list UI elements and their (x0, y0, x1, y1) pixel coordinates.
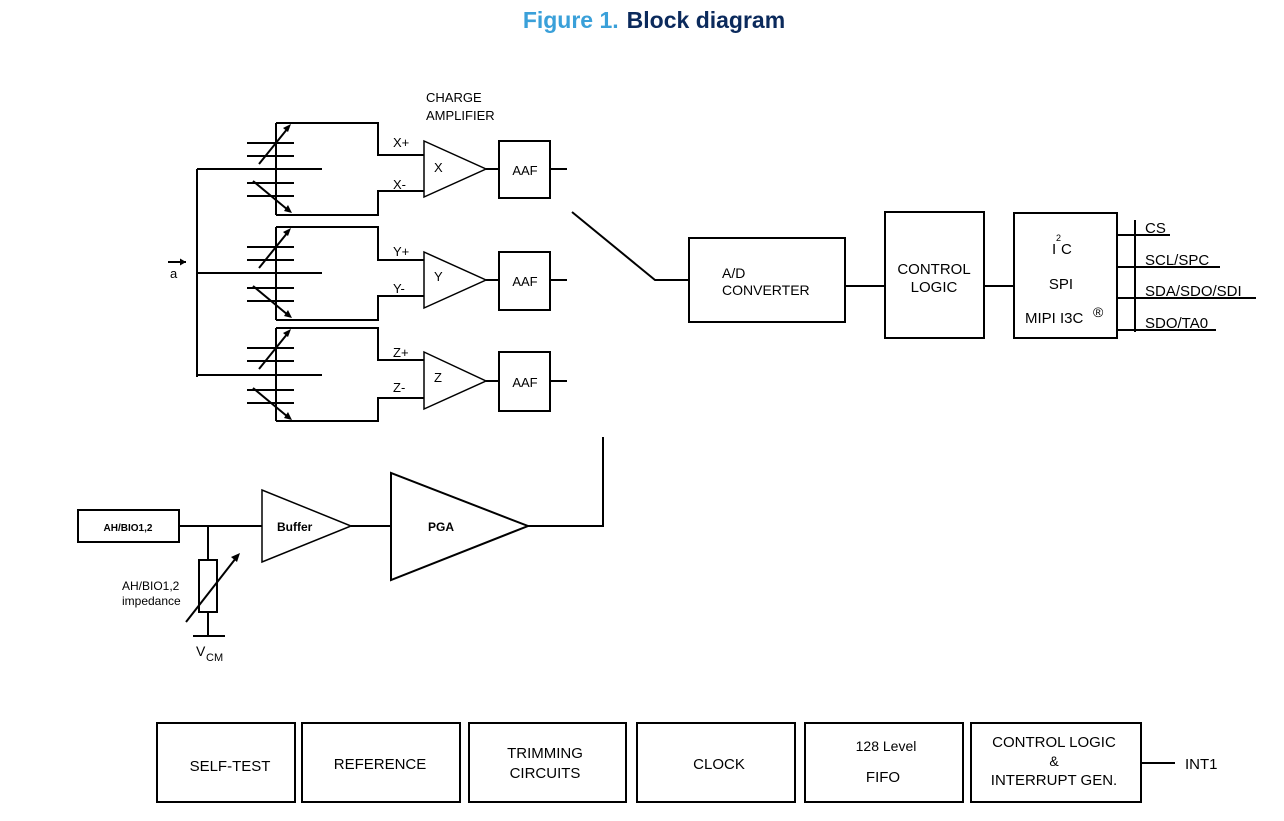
impedance-label-2: impedance (122, 594, 181, 608)
x-minus-label: X- (393, 177, 406, 192)
trimming-label-1: TRIMMING (507, 745, 583, 762)
acceleration-input: a (168, 258, 186, 281)
charge-amp-label-2: AMPLIFIER (426, 108, 495, 123)
spi-label: SPI (1049, 276, 1073, 293)
pin-sdo-label: SDO/TA0 (1145, 315, 1208, 332)
pin-sda-label: SDA/SDO/SDI (1145, 283, 1242, 300)
pga-output-line (528, 437, 604, 527)
i2c-superscript: 2 (1056, 233, 1061, 243)
mems-cell-y (197, 226, 424, 321)
z-minus-label: Z- (393, 380, 405, 395)
x-plus-label: X+ (393, 135, 409, 150)
interrupt-label-3: INTERRUPT GEN. (991, 772, 1117, 789)
adc-label-2: CONVERTER (722, 282, 810, 298)
self-test-label: SELF-TEST (190, 758, 271, 775)
mems-cell-z (197, 327, 424, 422)
interrupt-label-1: CONTROL LOGIC (992, 734, 1116, 751)
pin-scl-label: SCL/SPC (1145, 252, 1209, 269)
trimming-label-2: CIRCUITS (510, 765, 581, 782)
pga-label: PGA (428, 520, 454, 534)
ah-input-label: AH/BIO1,2 (104, 523, 153, 534)
y-plus-label: Y+ (393, 244, 409, 259)
trimming-block (468, 722, 627, 803)
pga-amp (390, 471, 531, 582)
control-logic-block (884, 211, 985, 339)
fifo-label-2: FIFO (866, 769, 900, 786)
figure-number: Figure 1. (523, 7, 619, 33)
z-plus-label: Z+ (393, 345, 409, 360)
aaf-z-label: AAF (512, 375, 537, 390)
charge-amp-z (423, 350, 488, 411)
buffer-label: Buffer (277, 520, 313, 534)
reference-block (301, 722, 461, 803)
int1-pin-label: INT1 (1185, 756, 1218, 773)
aaf-z (498, 351, 551, 412)
i2c-label-c: C (1061, 241, 1072, 258)
i3c-label: MIPI I3C (1025, 310, 1084, 327)
y-minus-label: Y- (393, 281, 405, 296)
self-test-block (156, 722, 296, 803)
buffer-amp (261, 488, 354, 564)
adc-block (688, 237, 846, 323)
vcm-label: V (196, 643, 206, 659)
clock-label: CLOCK (693, 756, 745, 773)
aaf-x (498, 140, 551, 199)
aaf-y-label: AAF (512, 274, 537, 289)
figure-caption: Block diagram (627, 7, 786, 33)
charge-amp-label-1: CHARGE (426, 90, 482, 105)
control-logic-label-2: LOGIC (911, 279, 958, 296)
reference-label: REFERENCE (334, 756, 427, 773)
figure-title: Figure 1. Block diagram (523, 7, 785, 33)
fifo-label-1: 128 Level (856, 738, 917, 754)
ah-input-block (77, 509, 180, 543)
charge-amp-x (423, 139, 488, 199)
mux-switch (571, 211, 689, 281)
interface-block (1013, 212, 1118, 339)
registered-mark: ® (1093, 304, 1104, 320)
amp-z-label: Z (434, 370, 442, 385)
interrupt-label-2: & (1049, 753, 1059, 769)
clock-block (636, 722, 796, 803)
mems-cell-x (197, 122, 424, 216)
i2c-label-i: I (1052, 241, 1056, 258)
aaf-y (498, 251, 551, 311)
control-logic-label-1: CONTROL (897, 261, 970, 278)
charge-amp-y (423, 250, 488, 310)
fifo-block (804, 722, 964, 803)
aaf-x-label: AAF (512, 163, 537, 178)
amp-y-label: Y (434, 269, 443, 284)
adc-label-1: A/D (722, 265, 745, 281)
interrupt-block (970, 722, 1142, 803)
accel-label: a (170, 266, 178, 281)
vcm-subscript: CM (206, 652, 223, 664)
amp-x-label: X (434, 160, 443, 175)
pin-cs-label: CS (1145, 220, 1166, 237)
impedance-label-1: AH/BIO1,2 (122, 579, 180, 593)
